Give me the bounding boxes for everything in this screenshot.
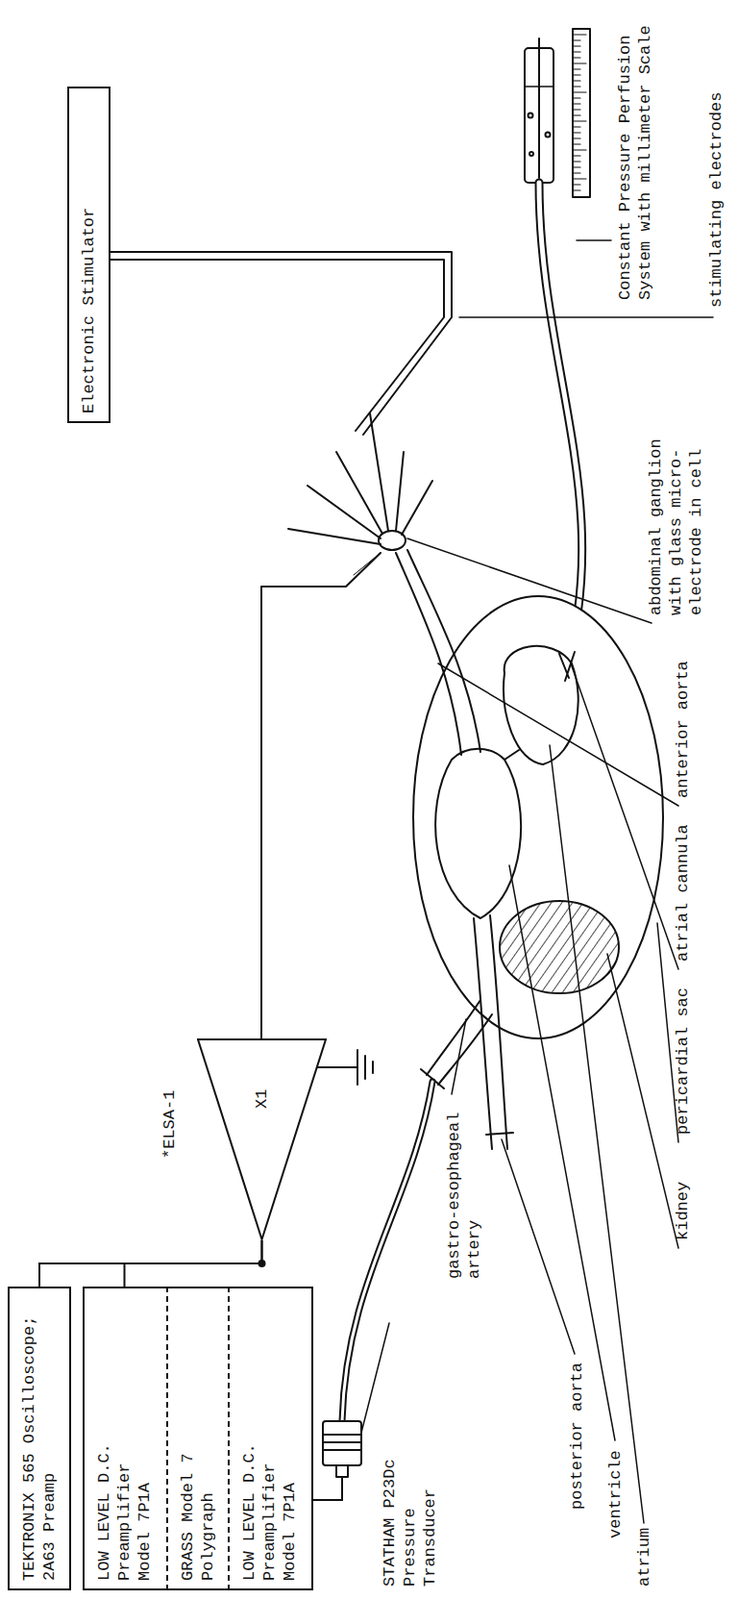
instrument-box: TEKTRONIX 565 Oscilloscope; 2A63 Preamp	[7, 1285, 72, 1590]
preamplifier-section: LOW LEVEL D.C. Preamplifier Model 7P1A	[229, 1285, 314, 1590]
signal-wire	[124, 1239, 263, 1286]
part-label: anterior aorta	[672, 643, 693, 798]
preamplifier-section: LOW LEVEL D.C. Preamplifier Model 7P1A	[82, 1285, 167, 1590]
amplifier-gain: X1	[251, 1088, 272, 1108]
perfusion-buret	[524, 38, 554, 183]
device-note: *ELSA-1	[159, 1071, 180, 1158]
polygraph-section: GRASS Model 7 Polygraph	[166, 1285, 230, 1590]
transducer-cable	[313, 1476, 343, 1500]
anterior-aorta	[395, 552, 462, 755]
part-label: ventricle	[605, 1431, 626, 1538]
micro-electrode	[261, 552, 381, 1038]
gastro-esophageal-artery	[426, 999, 481, 1075]
part-label: abdominal ganglion with glass micro-elec…	[645, 422, 707, 615]
millimeter-scale	[572, 28, 591, 197]
part-label: Constant Pressure Perfusion System with …	[615, 11, 656, 300]
box-label: TEKTRONIX 565 Oscilloscope; 2A63 Preamp	[19, 1299, 60, 1580]
part-label: pericardial sac	[672, 970, 693, 1134]
box-label: LOW LEVEL D.C. Preamplifier Model 7P1A	[239, 1426, 300, 1580]
signal-wire	[39, 1239, 263, 1286]
part-label: atrium	[634, 1508, 655, 1586]
part-label: kidney	[672, 1162, 693, 1240]
atrium	[503, 645, 579, 764]
stimulator-wire	[107, 251, 452, 435]
part-label: gastro-esophageal artery	[443, 1095, 485, 1279]
pressure-cannula	[342, 1081, 433, 1421]
amplifier-triangle: X1	[196, 1037, 327, 1240]
part-label: atrial cannula	[672, 807, 693, 961]
part-label: stimulating electrodes	[706, 76, 727, 308]
instrument-box: Electronic Stimulator	[67, 86, 111, 423]
abdominal-ganglion	[288, 413, 433, 550]
device-label: STATHAM P23Dc Pressure Transducer	[379, 1441, 441, 1586]
leader-lines	[361, 240, 714, 1523]
amplifier-outline	[196, 1037, 327, 1240]
box-label: GRASS Model 7 Polygraph	[177, 1426, 219, 1580]
box-label: LOW LEVEL D.C. Preamplifier Model 7P1A	[94, 1426, 155, 1580]
posterior-aorta	[473, 917, 492, 1149]
box-label: Electronic Stimulator	[78, 105, 99, 414]
part-label: posterior aorta	[566, 1354, 588, 1509]
ventricle	[435, 748, 521, 918]
pressure-transducer	[322, 1420, 362, 1476]
